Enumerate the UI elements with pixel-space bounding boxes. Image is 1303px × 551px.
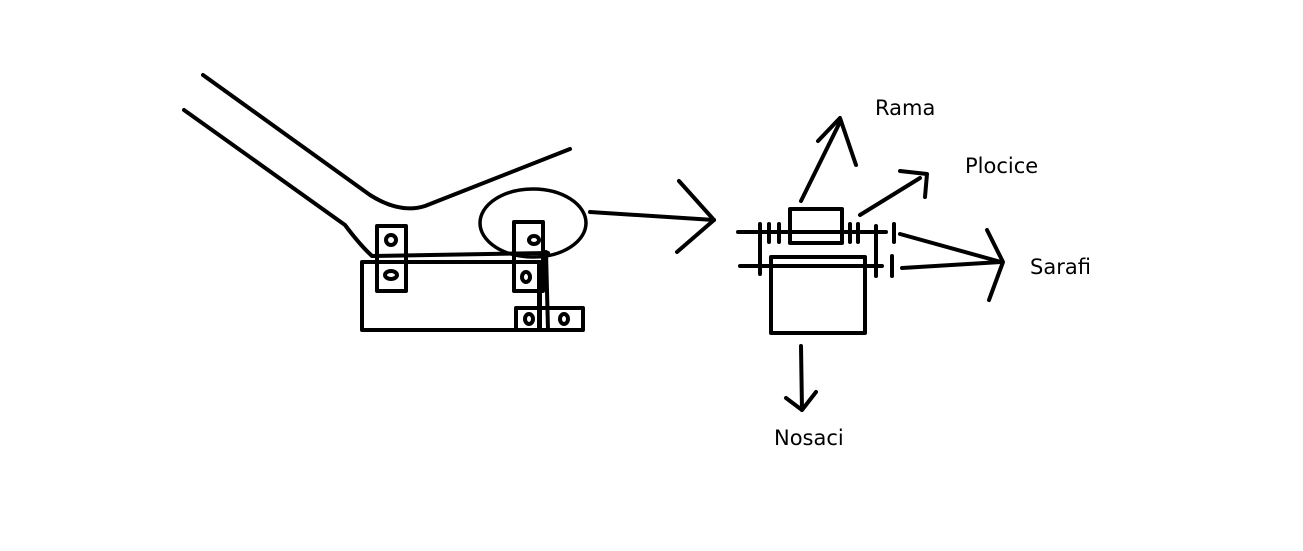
detail-view <box>736 207 896 335</box>
bolt-icon <box>527 234 541 246</box>
detail-nosac-block <box>769 255 867 335</box>
bottom-bracket <box>514 306 585 332</box>
bolt-icon <box>383 269 399 281</box>
left-bracket <box>375 224 408 293</box>
bolt-icon <box>520 270 532 284</box>
label-plocice: Plocice <box>965 154 1039 178</box>
frame-lower-line <box>182 108 550 258</box>
right-bracket-leg <box>544 250 550 332</box>
arrow-plocice <box>858 169 929 217</box>
bolt-icon <box>384 233 398 247</box>
left-bracket-plate <box>375 224 408 293</box>
label-rama: Rama <box>875 96 936 120</box>
frame-outline <box>182 73 572 258</box>
bolt-icon <box>523 312 535 326</box>
bolt-icon <box>558 312 570 326</box>
frame-upper-line <box>201 73 572 211</box>
bottom-bracket-plate <box>514 306 585 332</box>
label-nosaci: Nosaci <box>774 426 844 450</box>
detail-callout-circle <box>478 187 588 259</box>
callout-arrow <box>588 179 716 254</box>
arrow-sarafi <box>898 228 1005 302</box>
label-sarafi: Sarafi <box>1030 255 1091 279</box>
arrow-rama <box>799 116 858 203</box>
arrow-nosaci <box>784 344 818 412</box>
detail-rama-plate <box>788 207 844 245</box>
